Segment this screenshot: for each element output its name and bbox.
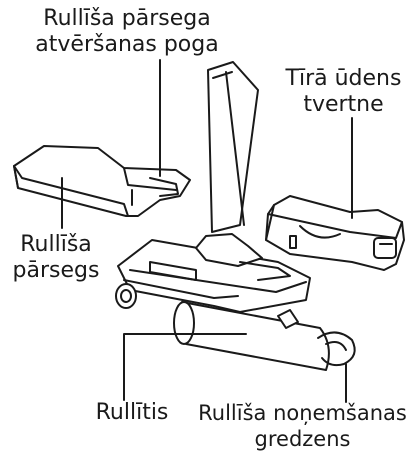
cover-button-label-line-2: atvēršanas poga: [35, 32, 219, 57]
removal-ring-label-line-2: gredzens: [254, 427, 351, 451]
removal-ring-label-line-1: Rullīša noņemšanas: [198, 401, 407, 425]
roller-part: [173, 301, 330, 371]
vacuum-handle: [207, 61, 259, 233]
cover-button-label-line-1: Rullīša pārsega: [43, 6, 211, 31]
roller-removal-ring: [317, 331, 356, 367]
roller-cover-label: Rullīša pārsegs: [2, 232, 110, 284]
roller-label: Rullītis: [72, 400, 192, 426]
cover-button-label: Rullīša pārsega atvēršanas poga: [2, 6, 252, 58]
roller-cover-part: [13, 145, 191, 217]
water-tank-label-line-1: Tīrā ūdens: [285, 66, 402, 91]
roller-label-text: Rullītis: [95, 400, 169, 425]
roller-cover-label-line-1: Rullīša: [20, 232, 92, 257]
leader-lines: [61, 59, 353, 403]
clean-water-tank-part: [265, 195, 405, 271]
floor-head: [115, 233, 311, 313]
water-tank-label-line-2: tvertne: [303, 92, 384, 117]
water-tank-label: Tīrā ūdens tvertne: [270, 66, 417, 118]
removal-ring-label: Rullīša noņemšanas gredzens: [190, 400, 415, 452]
leader-roller: [123, 333, 247, 401]
roller-cover-label-line-2: pārsegs: [12, 258, 100, 283]
